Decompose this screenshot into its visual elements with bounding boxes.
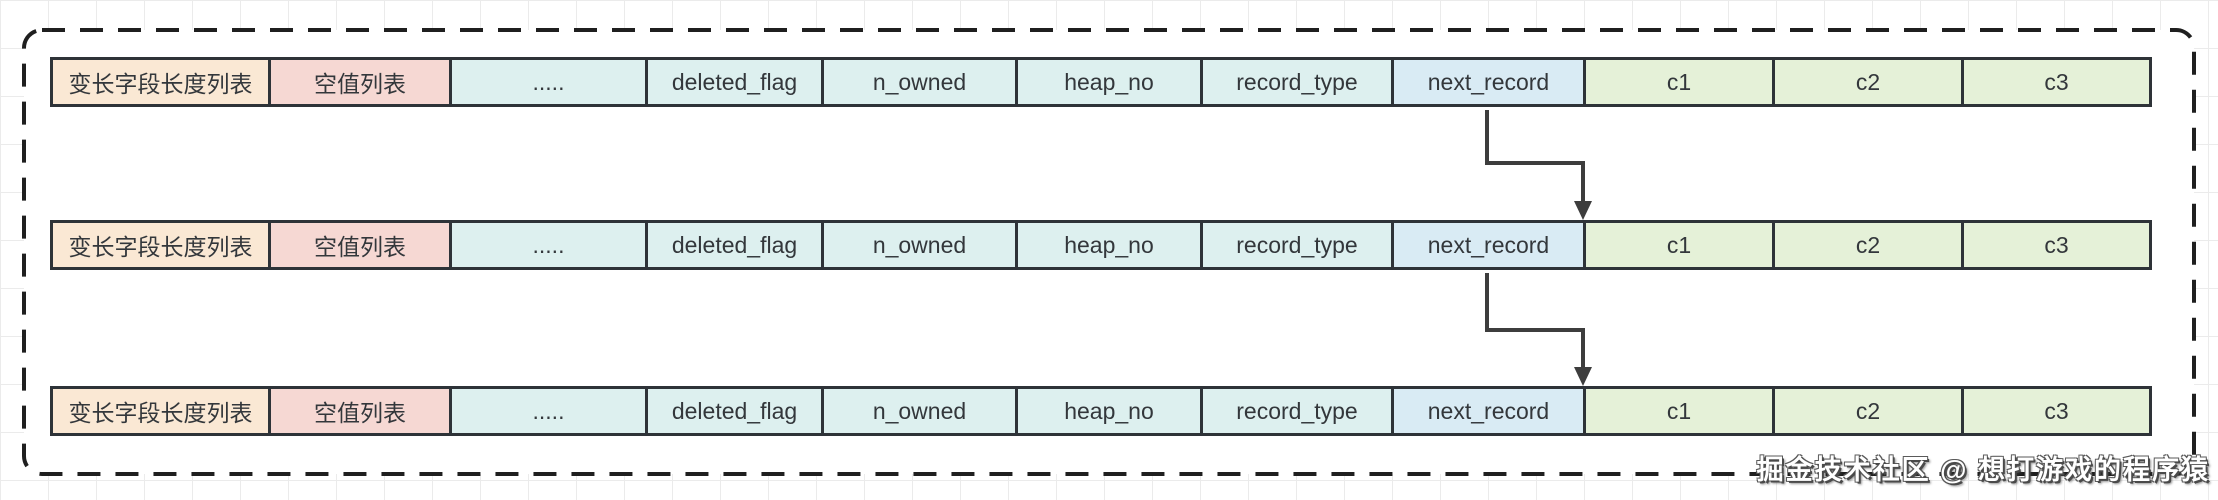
record2-cell-c2: c2: [1775, 223, 1964, 267]
record1-cell-deleted-flag: deleted_flag: [648, 60, 824, 104]
record2-cell-c1: c1: [1586, 223, 1775, 267]
record3-cell-record-type: record_type: [1203, 389, 1394, 433]
next-record-arrow-1-head-icon: [1574, 201, 1592, 220]
next-record-arrow-2-head-icon: [1574, 367, 1592, 386]
record1-cell-ellipsis: .....: [452, 60, 648, 104]
record3-cell-null-value-list: 空值列表: [271, 389, 452, 433]
record1-cell-record-type: record_type: [1203, 60, 1394, 104]
record1-cell-c3: c3: [1964, 60, 2149, 104]
record3-cell-var-length-field-list: 变长字段长度列表: [53, 389, 271, 433]
record2-cell-record-type: record_type: [1203, 223, 1394, 267]
record1-cell-next-record: next_record: [1394, 60, 1586, 104]
record3-cell-c2: c2: [1775, 389, 1964, 433]
next-record-arrow-2: [1485, 273, 1585, 370]
record1-cell-null-value-list: 空值列表: [271, 60, 452, 104]
record-row-3: 变长字段长度列表 空值列表 ..... deleted_flag n_owned…: [50, 386, 2152, 436]
record3-cell-n-owned: n_owned: [824, 389, 1018, 433]
record3-cell-heap-no: heap_no: [1018, 389, 1203, 433]
record2-cell-deleted-flag: deleted_flag: [648, 223, 824, 267]
record1-cell-var-length-field-list: 变长字段长度列表: [53, 60, 271, 104]
record2-cell-ellipsis: .....: [452, 223, 648, 267]
record1-cell-heap-no: heap_no: [1018, 60, 1203, 104]
record2-cell-c3: c3: [1964, 223, 2149, 267]
record2-cell-n-owned: n_owned: [824, 223, 1018, 267]
record-row-2: 变长字段长度列表 空值列表 ..... deleted_flag n_owned…: [50, 220, 2152, 270]
record2-cell-null-value-list: 空值列表: [271, 223, 452, 267]
record2-cell-heap-no: heap_no: [1018, 223, 1203, 267]
record3-cell-c1: c1: [1586, 389, 1775, 433]
record3-cell-c3: c3: [1964, 389, 2149, 433]
record2-cell-next-record: next_record: [1394, 223, 1586, 267]
record1-cell-c1: c1: [1586, 60, 1775, 104]
record3-cell-deleted-flag: deleted_flag: [648, 389, 824, 433]
next-record-arrow-1: [1485, 110, 1585, 204]
watermark-text: 掘金技术社区 @ 想打游戏的程序猿: [1756, 455, 2210, 485]
record3-cell-next-record: next_record: [1394, 389, 1586, 433]
record1-cell-n-owned: n_owned: [824, 60, 1018, 104]
record1-cell-c2: c2: [1775, 60, 1964, 104]
record2-cell-var-length-field-list: 变长字段长度列表: [53, 223, 271, 267]
record-row-1: 变长字段长度列表 空值列表 ..... deleted_flag n_owned…: [50, 57, 2152, 107]
record3-cell-ellipsis: .....: [452, 389, 648, 433]
